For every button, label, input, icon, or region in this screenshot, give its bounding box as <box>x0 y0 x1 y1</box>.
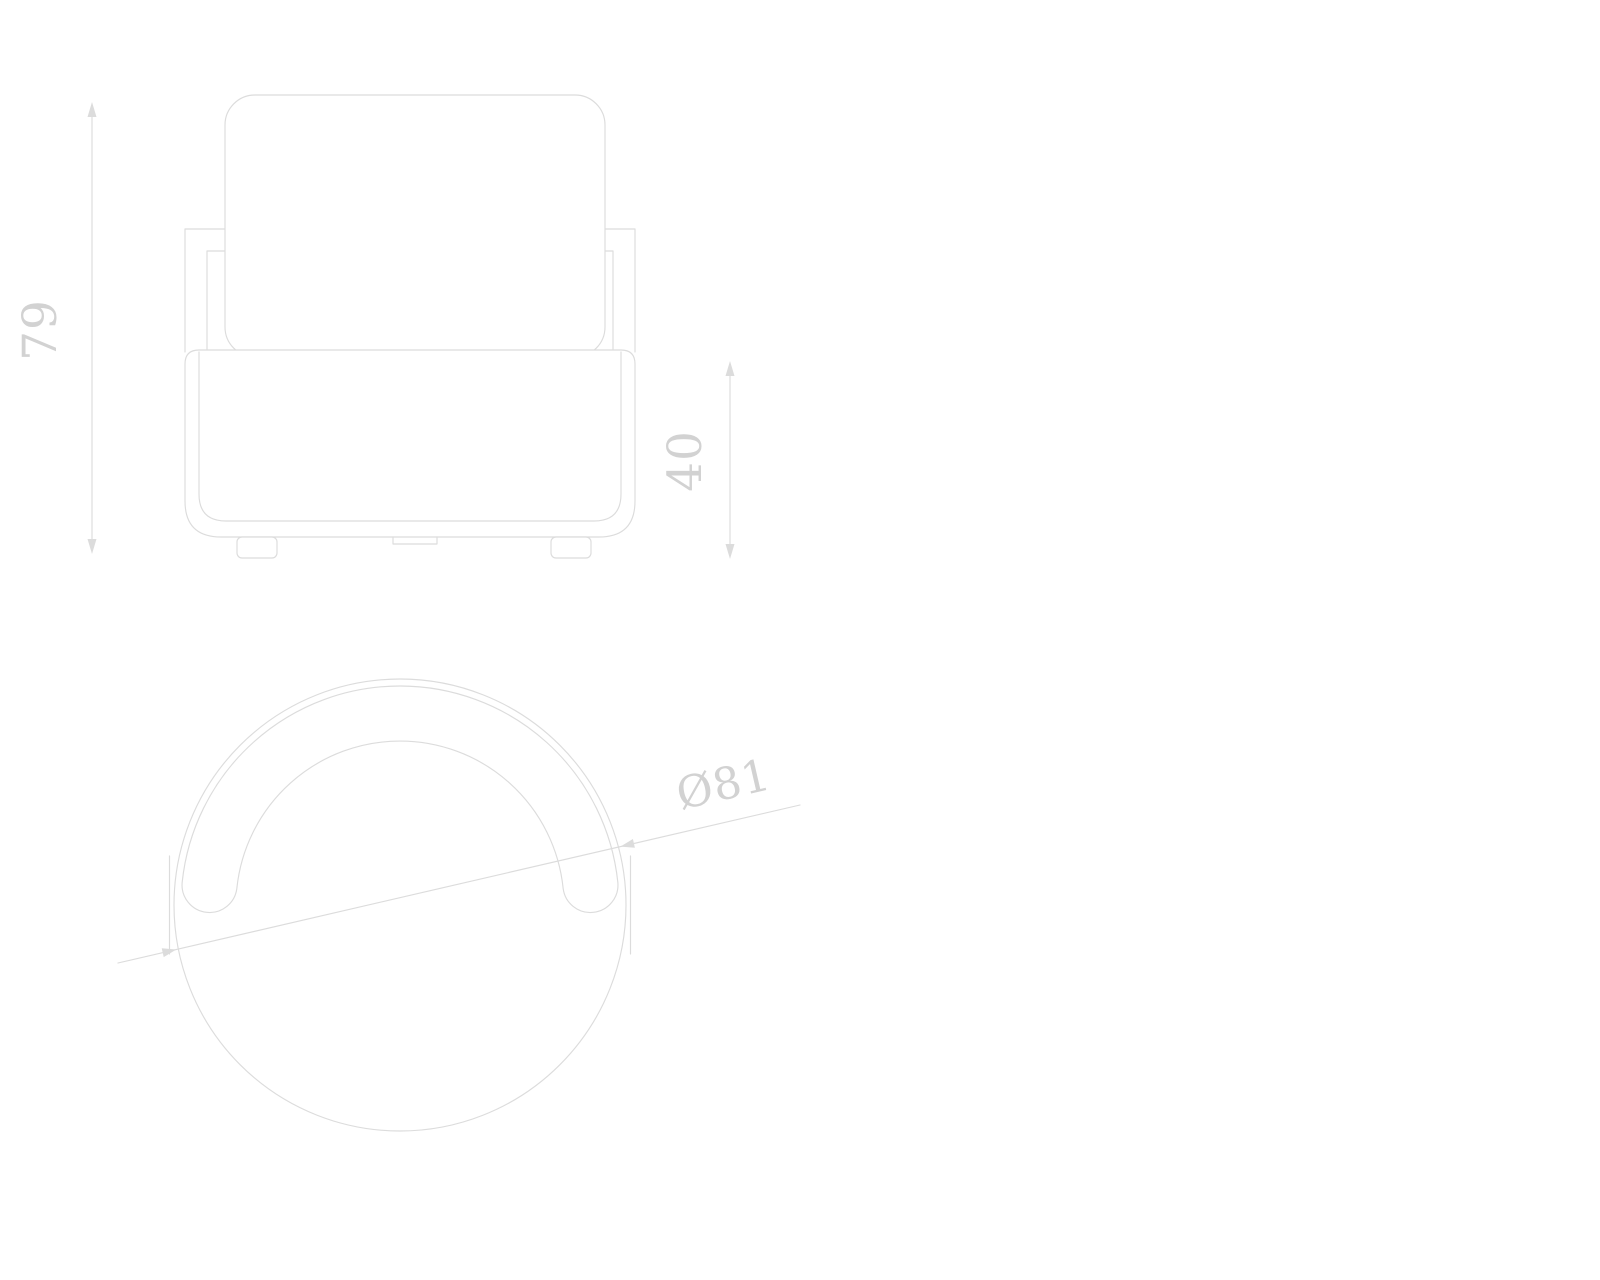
seat-base <box>184 349 636 538</box>
arrow-lower-left-icon <box>161 948 177 958</box>
seat-height-dimension: 40 <box>658 361 735 559</box>
backrest-cushion <box>224 94 606 358</box>
arrow-up-icon <box>87 102 97 117</box>
foot-right <box>550 536 592 559</box>
diameter-dimension: Ø81 <box>117 749 801 964</box>
front-view: 79 40 <box>13 94 735 559</box>
plan-view: Ø81 <box>117 678 801 1132</box>
seat-outline-circle <box>173 678 627 1132</box>
diameter-dimension-line <box>117 804 801 964</box>
foot-left <box>236 536 278 559</box>
backrest-band <box>181 685 619 914</box>
arrow-up-icon <box>725 361 735 376</box>
arrow-down-icon <box>725 544 735 559</box>
arrow-upper-right-icon <box>620 839 635 848</box>
arrow-down-icon <box>87 539 97 554</box>
height-dimension-label: 79 <box>13 299 68 361</box>
seat-inner-line <box>198 351 622 522</box>
height-dimension: 79 <box>13 102 97 554</box>
seat-height-dimension-label: 40 <box>658 430 713 492</box>
seat-center-glide <box>392 536 438 545</box>
diameter-dimension-label: Ø81 <box>672 749 776 820</box>
drawing-linework: 79 40 <box>13 94 801 1132</box>
